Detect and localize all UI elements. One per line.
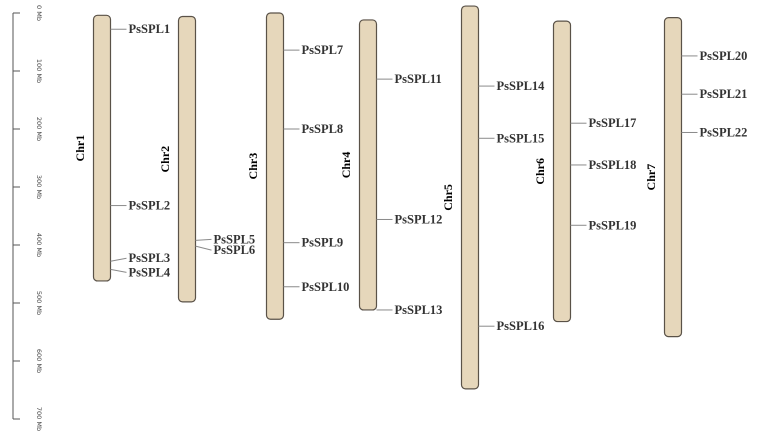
gene-label: PsSPL13: [395, 303, 443, 317]
chromosome-bar: [265, 12, 285, 320]
chromosome-label: Chr4: [339, 152, 353, 179]
chromosome-label: Chr3: [246, 153, 260, 180]
gene-marker-line: [195, 245, 212, 251]
gene-label: PsSPL22: [700, 125, 748, 139]
chromosomes: Chr1PsSPL1PsSPL2PsSPL3PsSPL4Chr2PsSPL5Ps…: [73, 5, 748, 390]
gene-label: PsSPL12: [395, 212, 443, 226]
scale-tick-label: 600 Mb: [35, 349, 43, 373]
gene-label: PsSPL6: [214, 243, 256, 257]
chromosome-label: Chr1: [73, 135, 87, 162]
chromosome-bar: [358, 19, 378, 311]
gene-label: PsSPL15: [497, 131, 545, 145]
gene-label: PsSPL10: [302, 280, 350, 294]
gene-label: PsSPL11: [395, 72, 442, 86]
gene-label: PsSPL3: [129, 251, 171, 265]
scale-tick-label: 100 Mb: [35, 59, 43, 83]
gene-label: PsSPL9: [302, 236, 344, 250]
scale-tick-label: 700 Mb: [35, 407, 43, 431]
gene-marker-line: [195, 238, 212, 241]
gene-label: PsSPL5: [214, 232, 256, 246]
chromosome-bar: [177, 15, 197, 303]
scale-tick-label: 300 Mb: [35, 175, 43, 199]
scale-tick-label: 400 Mb: [35, 233, 43, 257]
scale-tick-label: 500 Mb: [35, 291, 43, 315]
scale-tick-label: 200 Mb: [35, 117, 43, 141]
gene-label: PsSPL4: [129, 265, 171, 279]
gene-label: PsSPL14: [497, 79, 546, 93]
chromosome-label: Chr6: [533, 158, 547, 185]
chromosome-bar: [92, 14, 112, 282]
gene-label: PsSPL21: [700, 87, 748, 101]
gene-label: PsSPL19: [589, 218, 637, 232]
gene-label: PsSPL7: [302, 43, 344, 57]
gene-label: PsSPL16: [497, 319, 545, 333]
gene-label: PsSPL8: [302, 122, 344, 136]
gene-label: PsSPL17: [589, 116, 637, 130]
chromosome-label: Chr2: [158, 146, 172, 173]
chromosome-bar: [663, 17, 683, 338]
scale-bar: 0 Mb 100 Mb 200 Mb 300 Mb 400 Mb 500 Mb 600 Mb…: [12, 5, 43, 431]
chromosome-bar: [552, 20, 572, 323]
chromosome-label: Chr7: [644, 164, 658, 191]
gene-marker-line: [110, 268, 127, 273]
chromosome-label: Chr5: [441, 184, 455, 211]
gene-marker-line: [110, 257, 127, 262]
gene-label: PsSPL18: [589, 158, 637, 172]
gene-label: PsSPL1: [129, 22, 171, 36]
scale-tick-label: 0 Mb: [35, 5, 43, 21]
gene-label: PsSPL20: [700, 49, 748, 63]
gene-label: PsSPL2: [129, 199, 171, 213]
chromosome-bar: [460, 5, 480, 390]
